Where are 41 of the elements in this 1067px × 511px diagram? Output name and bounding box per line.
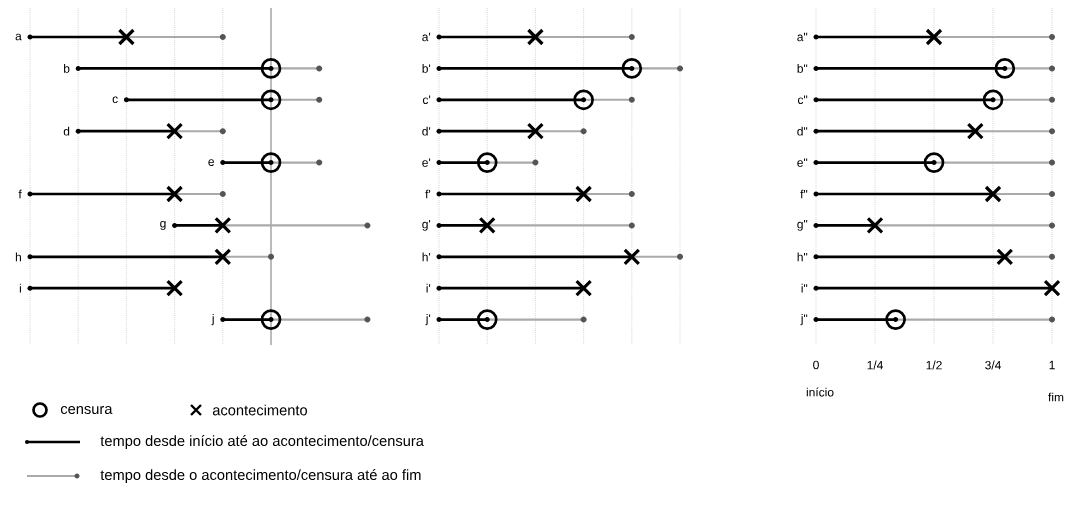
row-label: g" <box>797 220 808 231</box>
row-label: j <box>211 314 214 326</box>
row-label: a' <box>422 32 431 42</box>
legend-text: tempo desde início até ao acontecimento/censura <box>100 435 424 449</box>
row-label: i <box>19 283 21 293</box>
tick-label: 1/4 <box>867 360 883 370</box>
row-label: g <box>160 220 166 230</box>
row-label: f' <box>425 189 431 199</box>
row-label: a" <box>797 32 808 42</box>
row-label: e <box>208 159 214 166</box>
row-label: j" <box>800 314 808 326</box>
tick-label: 0 <box>813 360 819 370</box>
row-label: d' <box>422 126 431 136</box>
tick-label: 3/4 <box>985 360 1001 370</box>
row-label: i" <box>801 283 808 293</box>
row-label: e' <box>422 158 431 167</box>
row-label: d" <box>797 126 808 136</box>
legend-text: tempo desde o acontecimento/censura até ao fim <box>100 469 421 483</box>
row-label: f" <box>800 189 808 199</box>
tick-label: 1/2 <box>926 360 942 370</box>
row-label: a <box>15 33 22 41</box>
row-label: h" <box>797 252 808 262</box>
row-label: g' <box>422 220 431 231</box>
row-label: f <box>18 189 22 199</box>
row-label: h <box>15 252 21 262</box>
row-label: j' <box>425 314 431 326</box>
row-label: e" <box>797 158 808 167</box>
row-label: b <box>64 64 70 73</box>
row-label: c" <box>798 95 808 104</box>
legend-text: censura <box>60 406 113 415</box>
row-label: b' <box>422 64 431 73</box>
axis-label: início <box>806 387 834 397</box>
legend-text: acontecimento <box>212 404 307 416</box>
row-label: h' <box>422 252 431 262</box>
row-label: d <box>63 126 70 136</box>
axis-label: fim <box>1048 392 1064 402</box>
row-label: c <box>112 96 118 104</box>
row-label: b" <box>797 64 808 73</box>
tick-label: 1 <box>1049 360 1055 370</box>
row-label: i' <box>426 283 431 293</box>
row-label: c' <box>422 95 431 104</box>
